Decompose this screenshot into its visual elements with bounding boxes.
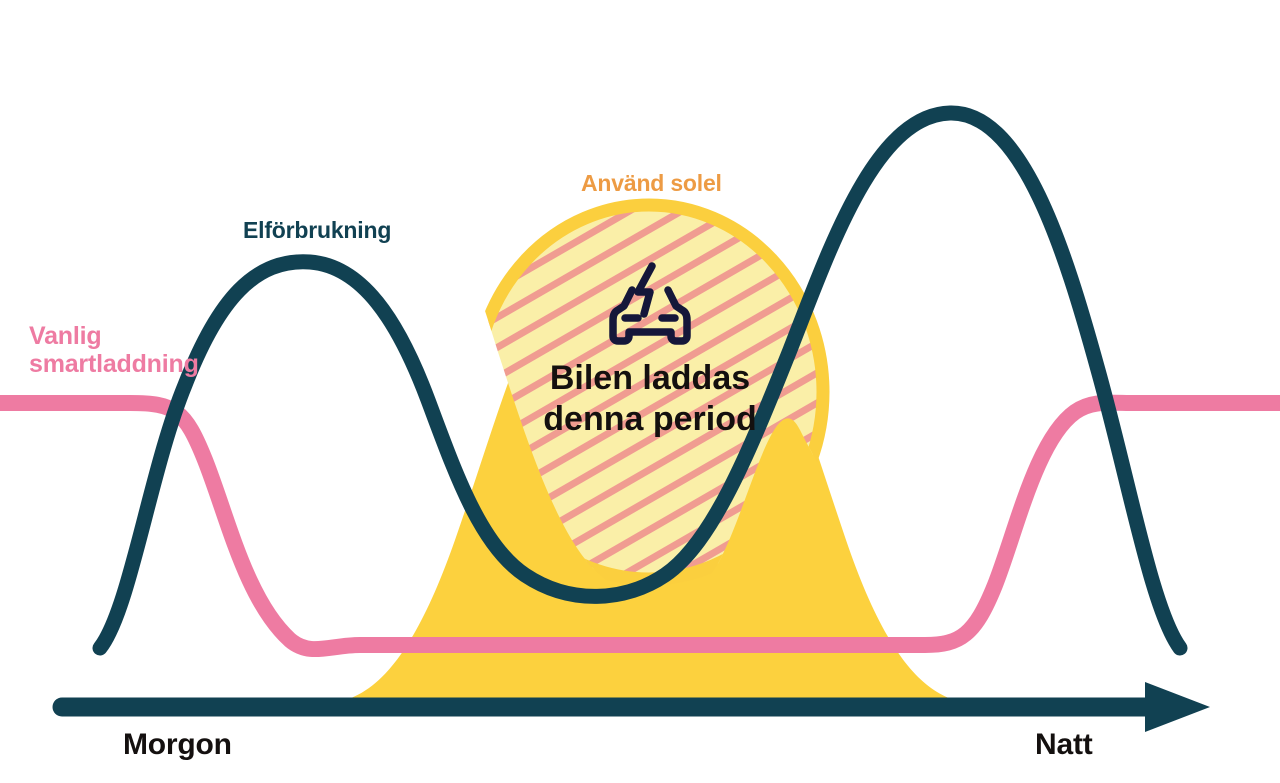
legend-label-solar: Använd solel bbox=[581, 170, 722, 196]
smart-charging-line bbox=[0, 394, 1280, 658]
axis-label-night: Natt bbox=[1035, 728, 1093, 761]
timeline-arrow-icon bbox=[52, 682, 1210, 732]
ev-car-charging-icon bbox=[600, 262, 700, 352]
charging-window-text: Bilen laddas denna period bbox=[543, 359, 757, 439]
legend-label-consumption: Elförbrukning bbox=[243, 217, 392, 243]
legend-label-smart-charging: Vanlig smartladdning bbox=[29, 322, 199, 378]
consumption-line bbox=[92, 105, 1188, 656]
axis-label-morning: Morgon bbox=[123, 728, 232, 761]
